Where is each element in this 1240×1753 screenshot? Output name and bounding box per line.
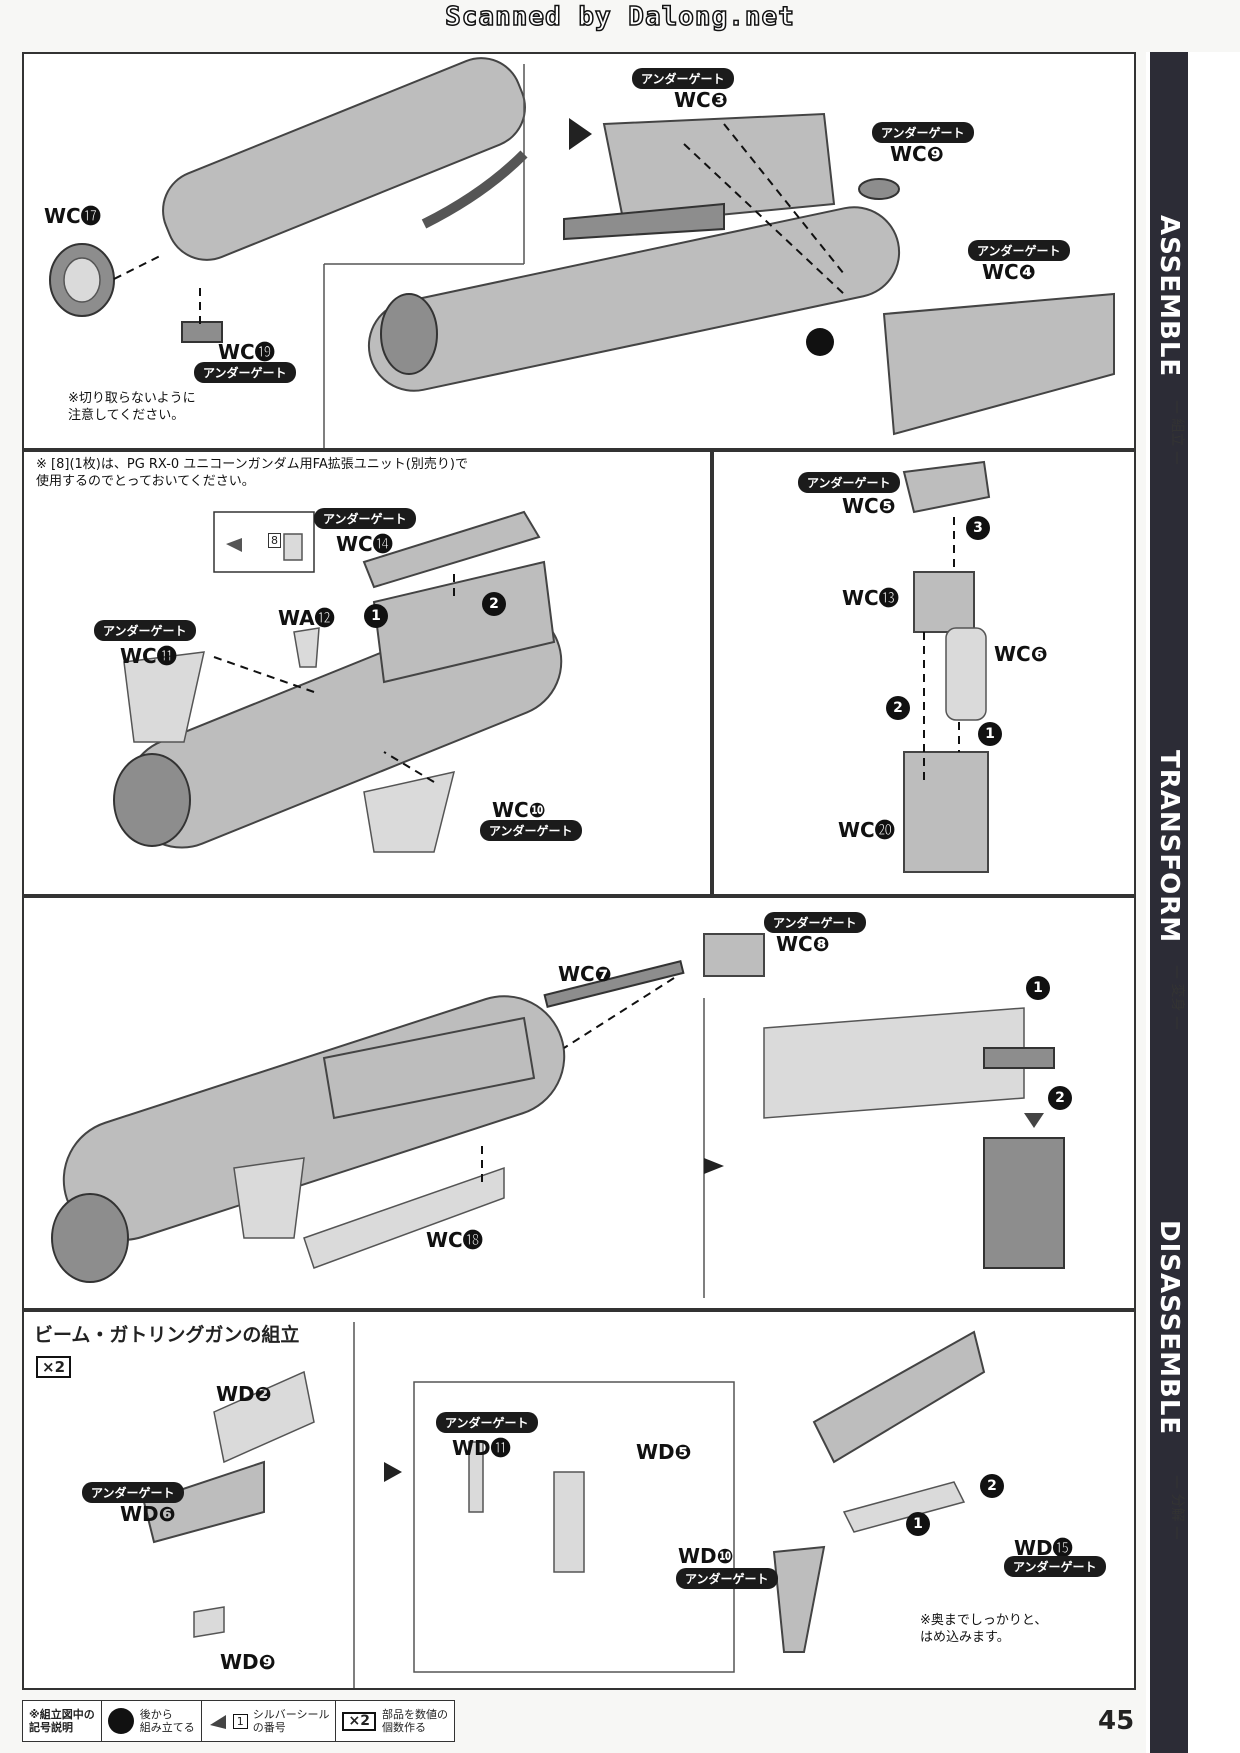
scan-credit: Scanned by Dalong.net — [444, 1, 795, 33]
legend-item-silver-seal: 1 シルバーシール の番号 — [202, 1701, 337, 1741]
note-text: ※ [8](1枚)は、PG RX-0 ユニコーンガンダム用FA拡張ユニット(別売… — [36, 457, 468, 489]
part-label: WC❸ — [674, 88, 728, 112]
part-label: WA⓬ — [278, 606, 335, 630]
part-label: WD❾ — [220, 1650, 276, 1674]
section-sub-transform: — 変身 — — [1169, 965, 1185, 1030]
step-badge: 1 — [978, 722, 1002, 746]
part-label: WD❷ — [216, 1382, 272, 1406]
part-label: WD❺ — [636, 1440, 692, 1464]
under-gate-tag: アンダーゲート — [632, 68, 734, 89]
part-label: WD⓫ — [452, 1436, 511, 1460]
section-label-disassemble: DISASSEMBLE — [1154, 1220, 1184, 1436]
under-gate-tag: アンダーゲート — [194, 362, 296, 383]
under-gate-tag: アンダーゲート — [480, 820, 582, 841]
part-label: WD❿ — [678, 1544, 734, 1568]
step-badge: 2 — [482, 592, 506, 616]
panel-barrel-assembly: WC⓱ アンダーゲート WC❸ アンダーゲート WC❾ アンダーゲート WC❹ … — [22, 52, 1136, 450]
part-label: WC❿ — [492, 798, 546, 822]
part-label: WC⓭ — [842, 586, 899, 610]
panel4-illustration — [51, 933, 1065, 1298]
part-label: WC❾ — [890, 142, 944, 166]
panel1-illustration — [49, 57, 1115, 448]
part-label: WC❹ — [982, 260, 1036, 284]
legend-title: ※組立図中の 記号説明 — [23, 1701, 102, 1741]
step-badge: 2 — [980, 1474, 1004, 1498]
under-gate-tag: アンダーゲート — [872, 122, 974, 143]
part-label: WC⓲ — [426, 1228, 483, 1252]
step-badge: 3 — [966, 516, 990, 540]
note-text: ※奥までしっかりと、 はめ込みます。 — [920, 1613, 1048, 1645]
under-gate-tag: アンダーゲート — [314, 508, 416, 529]
panel-magazine-assembly: アンダーゲート WC❺ WC⓭ WC❻ WC⓴ 3 2 1 — [712, 450, 1136, 896]
panel-final-assembly: アンダーゲート WC❽ WC❼ WC⓲ 1 2 — [22, 896, 1136, 1310]
part-label: WC⓱ — [44, 204, 101, 228]
panel-gatling-assembly: ビーム・ガトリングガンの組立 ×2 WD❷ アンダーゲート WD❻ WD❾ アン… — [22, 1310, 1136, 1690]
page-number: 45 — [1098, 1706, 1135, 1736]
under-gate-tag: アンダーゲート — [676, 1568, 778, 1589]
sidebar-bar — [1150, 52, 1188, 1753]
step-badge: 1 — [1026, 976, 1050, 1000]
part-label: WC⓮ — [336, 532, 393, 556]
section-title: ビーム・ガトリングガンの組立 — [34, 1324, 300, 1346]
section-sub-assemble: — 組立 — — [1169, 400, 1185, 465]
silver-seal-icon — [226, 538, 242, 552]
part-label: WD❻ — [120, 1502, 176, 1526]
panel3-illustration — [902, 460, 991, 873]
note-text: ※切り取らないように 注意してください。 — [68, 391, 196, 423]
step-badge: 1 — [364, 604, 388, 628]
part-label: WC⓫ — [120, 644, 177, 668]
panel2-illustration — [113, 510, 563, 853]
section-label-transform: TRANSFORM — [1154, 750, 1184, 944]
silver-seal-icon — [209, 1715, 226, 1729]
section-sub-disassemble: — 分解 — — [1169, 1475, 1185, 1540]
build-later-icon — [107, 1708, 134, 1734]
legend-item-build-later: 後から 組み立てる — [102, 1701, 202, 1741]
x2-icon: ×2 — [342, 1711, 376, 1731]
step-badge: 2 — [886, 696, 910, 720]
under-gate-tag: アンダーゲート — [798, 472, 900, 493]
panel5-illustration — [142, 1322, 986, 1688]
under-gate-tag: アンダーゲート — [94, 620, 196, 641]
under-gate-tag: アンダーゲート — [968, 240, 1070, 261]
symbol-legend: ※組立図中の 記号説明 後から 組み立てる 1 シルバーシール の番号 ×2 部… — [22, 1700, 455, 1742]
step-badge: 1 — [906, 1512, 930, 1536]
sticker-number: 8 — [268, 533, 281, 548]
multiplier-badge: ×2 — [36, 1356, 72, 1378]
part-label: WC❽ — [776, 932, 830, 956]
part-label: WC❺ — [842, 494, 896, 518]
part-label: WC⓳ — [218, 340, 275, 364]
under-gate-tag: アンダーゲート — [436, 1412, 538, 1433]
panel-launcher-assembly: ※ [8](1枚)は、PG RX-0 ユニコーンガンダム用FA拡張ユニット(別売… — [22, 450, 712, 896]
part-label: WC⓴ — [838, 818, 895, 842]
under-gate-tag: アンダーゲート — [82, 1482, 184, 1503]
part-label: WC❼ — [558, 962, 612, 986]
under-gate-tag: アンダーゲート — [1004, 1556, 1106, 1577]
under-gate-tag: アンダーゲート — [764, 912, 866, 933]
step-badge: 2 — [1048, 1086, 1072, 1110]
barrel-part-icon — [49, 57, 528, 343]
legend-item-multiplier: ×2 部品を数値の 個数作る — [336, 1701, 453, 1741]
section-label-assemble: ASSEMBLE — [1154, 215, 1184, 378]
part-label: WC❻ — [994, 642, 1048, 666]
